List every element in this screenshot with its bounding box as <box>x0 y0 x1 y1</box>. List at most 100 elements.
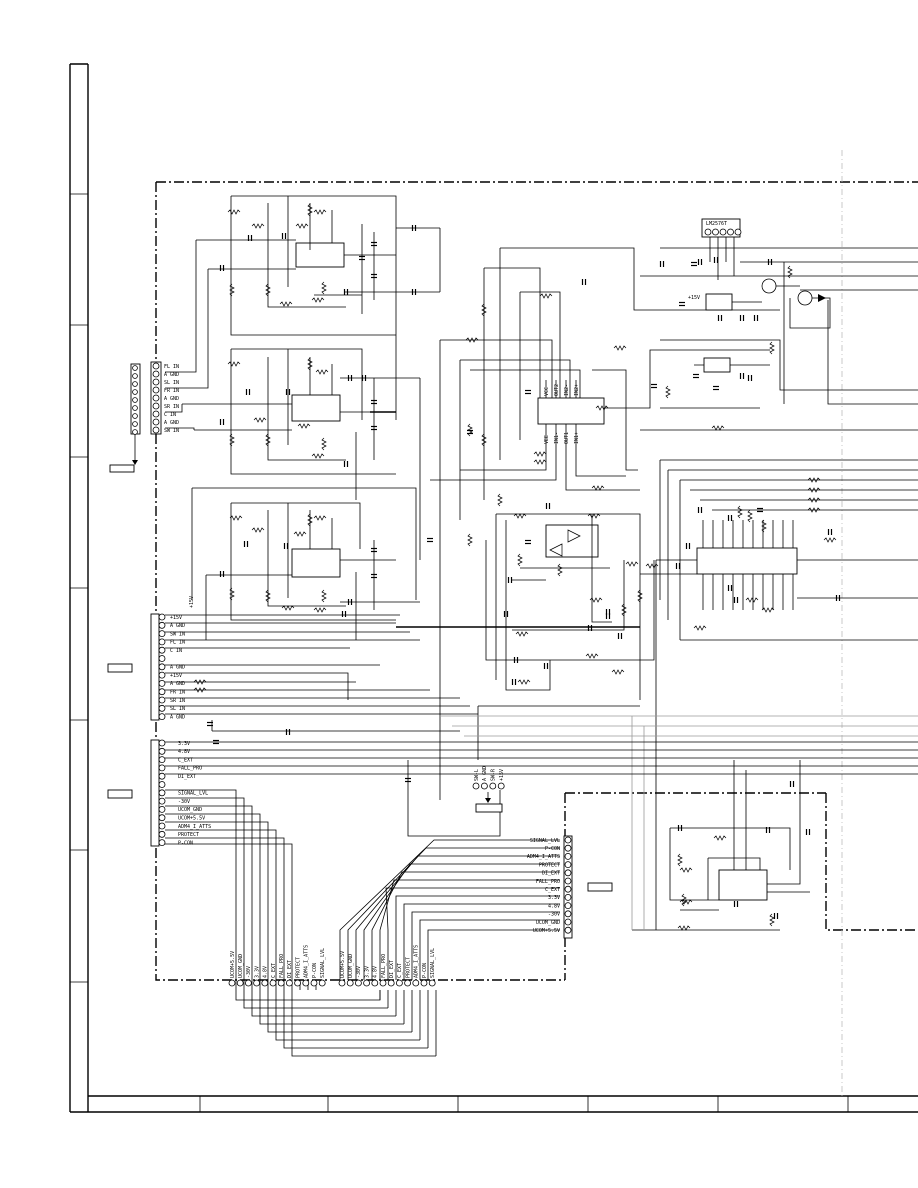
bottom-right-label: DI_EXT <box>389 960 395 978</box>
left-low-pin <box>158 797 166 805</box>
left-low-pin <box>158 781 166 788</box>
resistor <box>227 209 241 215</box>
left-low-pin <box>158 822 166 830</box>
resistor <box>679 867 693 873</box>
resistor <box>589 597 603 603</box>
resistor <box>769 341 775 355</box>
resistor <box>307 513 313 527</box>
left-mid-pin <box>158 663 166 671</box>
resistor <box>265 283 271 297</box>
input-connector-label: FL IN <box>164 364 179 370</box>
input-jack-pin <box>132 413 138 419</box>
left-low-label: UCOM_GND <box>178 807 202 813</box>
left-mid-label: A GND <box>170 714 185 720</box>
amp-block-1 <box>165 195 441 420</box>
left-mid-label: A GND <box>170 623 185 629</box>
right-bus <box>440 715 918 930</box>
bottom-left-pin <box>318 979 326 987</box>
bottom-right-pin <box>354 979 362 987</box>
supply-vertical-label: +15V <box>189 596 195 608</box>
ref-box-3 <box>107 789 133 799</box>
bottom-left-label: UCOM_GND <box>238 954 244 978</box>
input-connector-pin <box>152 370 160 378</box>
input-connector-label: A GND <box>164 420 179 426</box>
left-mid-label: FL IN <box>170 640 185 646</box>
bottom-left-pin <box>302 979 310 987</box>
right-low-pin <box>564 885 572 893</box>
left-low-pin <box>158 806 166 813</box>
bottom-right-label: 4.8V <box>373 966 379 978</box>
input-connector-pin <box>152 426 160 434</box>
right-low-label: 3.3V <box>548 895 560 901</box>
ic-top-pin-label: OUT2 <box>554 384 560 396</box>
regulator-pin <box>712 228 719 236</box>
resistor <box>611 669 625 675</box>
resistor <box>497 493 503 507</box>
resistor <box>467 533 473 547</box>
bottom-right-label: UCOM+5.5V <box>340 951 346 978</box>
resistor <box>307 357 313 371</box>
bottom-left-pin <box>269 979 277 987</box>
left-low-pin <box>158 756 166 763</box>
left-low-label: 4.8V <box>178 749 190 755</box>
regulator-block: LM2576T +15V <box>640 218 918 409</box>
bottom-right-label: UCOM_GND <box>348 954 354 978</box>
resistor <box>747 509 753 523</box>
resistor <box>713 835 727 841</box>
resistor <box>193 679 207 685</box>
input-connector-pin <box>152 378 160 386</box>
resistor <box>625 561 639 567</box>
resistor <box>311 453 325 459</box>
regulator-pin <box>719 228 727 236</box>
input-connector-pin <box>152 418 160 426</box>
resistor <box>313 515 327 521</box>
left-low-pin <box>158 839 166 846</box>
input-connector-pin <box>152 402 160 410</box>
resistor <box>481 303 487 317</box>
left-low-label: P-CON <box>178 840 193 846</box>
bottom-right-pin <box>428 979 436 987</box>
left-mid-label: A GND <box>170 665 185 671</box>
left-low-label: ADM4_I_ATTS <box>178 824 211 830</box>
bottom-left-pin <box>244 979 252 987</box>
input-jack-pin <box>132 397 138 403</box>
left-low-label: UCOM+5.5V <box>178 816 205 822</box>
left-mid-pin <box>158 646 166 654</box>
input-jack-pin <box>132 429 138 435</box>
bottom-left-pin <box>236 979 244 987</box>
right-low-label: FALL_PRO <box>536 879 560 885</box>
input-connector-pin <box>152 362 160 370</box>
resistor <box>465 337 479 343</box>
input-jack-pin <box>132 421 138 427</box>
input-jack-pin <box>132 373 138 379</box>
left-mid-pin <box>158 621 166 629</box>
bottom-left-label: -30V <box>246 966 252 978</box>
resistor <box>737 505 743 519</box>
amp-block-2 <box>165 348 421 560</box>
ref-box-1 <box>109 464 135 473</box>
rail-wiring <box>165 614 918 990</box>
bottom-right-label: P-CON <box>422 963 428 978</box>
right-low-pin <box>564 918 572 926</box>
resistor <box>533 459 547 465</box>
bottom-right-label: FALL_PRO <box>381 954 387 978</box>
ic-top-pin-label: IN2+ <box>574 384 580 396</box>
resistor <box>761 607 775 613</box>
resistor <box>313 607 327 613</box>
left-low-pin <box>158 830 166 838</box>
resistor <box>621 603 627 617</box>
resistor <box>665 385 671 399</box>
right-low-label: SIGNAL_LVL <box>530 838 560 844</box>
left-mid-label: SL IN <box>170 706 185 712</box>
left-low-pin <box>158 814 166 822</box>
left-mid-pin <box>158 713 166 720</box>
bottom-right-pin <box>420 979 428 987</box>
bottom-right-pin <box>363 979 371 987</box>
center-connector-pin <box>489 782 497 790</box>
left-low-pin <box>158 772 166 780</box>
bottom-left-label: ADM4_I_ATTS <box>304 945 310 978</box>
resistor <box>311 297 325 303</box>
input-connector-pin <box>152 410 160 418</box>
